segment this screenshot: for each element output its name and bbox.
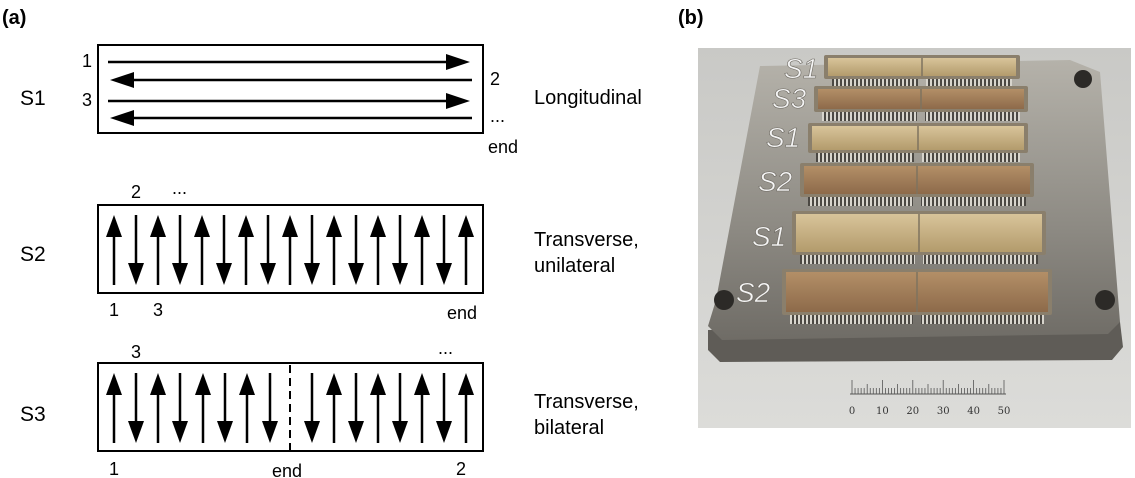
ruler-label: 30 [937,406,950,417]
s1-marker-1: 1 [82,51,92,71]
s1-marker-end: end [488,137,518,157]
s3-marker-end: end [272,461,302,478]
ruler-label: 0 [849,406,855,417]
specimen-label-6: S2 [736,277,771,308]
specimen-4: S2 [758,163,1034,206]
s3-right-arrow-4 [370,373,386,443]
plate-hole-top-right [1074,70,1092,88]
plate-hole-bottom-right [1095,290,1115,310]
s2-arrow-5 [194,215,210,285]
s3-left-arrow-7 [239,373,255,443]
s1-marker-2: 2 [490,69,500,89]
s3-marker-ellipsis: ... [438,338,453,358]
s2-box [97,204,484,294]
s3-left-arrow-2 [128,373,144,443]
s3-marker-3: 3 [131,342,141,362]
s3-left-arrow-4 [172,373,188,443]
s3-right-arrow-5 [392,373,408,443]
specimen-label-4: S2 [758,166,793,197]
s2-arrow-6 [216,215,232,285]
ruler-label: 20 [906,406,919,417]
panel-a-label: (a) [2,7,26,29]
s1-arrowhead-1 [446,54,470,70]
s2-arrow-1 [106,215,122,285]
specimen-3: S1 [766,122,1028,162]
s1-marker-ellipsis: ... [490,106,505,126]
s2-arrow-13 [370,215,386,285]
ruler-label: 40 [967,406,980,417]
strategy-s1: S1 1 3 2 ... end Longitudinal [20,44,642,157]
s3-left-arrow-8 [262,373,278,443]
specimen-5: S1 [752,211,1046,264]
s3-right-arrow-1 [304,373,320,443]
s3-description-line2: bilateral [534,417,604,439]
s2-name: S2 [20,243,46,266]
specimen-label-1: S1 [784,53,818,84]
specimen-label-2: S3 [772,83,807,114]
s3-right-arrow-7 [436,373,452,443]
specimen-2: S3 [772,83,1028,121]
strategy-s3: S3 3 ... 1 end 2 Transverse, bilateral [20,338,639,478]
s1-arrowhead-2 [110,72,134,88]
panel-b-label: (b) [678,7,704,29]
s3-marker-2: 2 [456,459,466,478]
s3-right-arrow-3 [348,373,364,443]
s2-arrow-2 [128,215,144,285]
s2-arrow-11 [326,215,342,285]
s2-marker-end: end [447,303,477,323]
specimen-6: S2 [736,269,1052,324]
s2-arrow-14 [392,215,408,285]
s1-arrowhead-4 [110,110,134,126]
s2-marker-2: 2 [131,182,141,202]
s2-arrow-15 [414,215,430,285]
s1-name: S1 [20,87,46,110]
s2-arrow-17 [458,215,474,285]
s3-left-arrow-3 [150,373,166,443]
specimen-label-5: S1 [752,221,786,252]
s3-right-arrow-6 [414,373,430,443]
s1-marker-3: 3 [82,90,92,110]
s3-name: S3 [20,403,46,426]
s2-marker-1: 1 [109,300,119,320]
s3-left-arrow-6 [217,373,233,443]
s2-arrow-4 [172,215,188,285]
scale-ruler: 0 10 20 30 40 50 [849,380,1011,417]
s2-arrow-9 [282,215,298,285]
s3-right-arrow-2 [326,373,342,443]
s2-arrow-7 [238,215,254,285]
s2-arrow-8 [260,215,276,285]
s3-description-line1: Transverse, [534,391,639,413]
s1-description: Longitudinal [534,87,642,109]
s2-arrow-group [106,215,474,285]
s2-marker-ellipsis: ... [172,178,187,198]
s2-description-line1: Transverse, [534,229,639,251]
s2-marker-3: 3 [153,300,163,320]
s2-description-line2: unilateral [534,255,615,277]
specimen-1: S1 [784,53,1020,88]
strategy-s2: S2 2 ... 1 3 end Transverse, unilateral [20,178,639,323]
s2-arrow-16 [436,215,452,285]
s2-arrow-3 [150,215,166,285]
s2-arrow-10 [304,215,320,285]
s3-left-arrow-5 [195,373,211,443]
s3-arrow-group [106,373,474,443]
s1-box [97,44,484,134]
s3-left-arrow-1 [106,373,122,443]
s1-arrowhead-3 [446,93,470,109]
ruler-label: 10 [876,406,889,417]
plate-hole-bottom-left [714,290,734,310]
s3-marker-1: 1 [109,459,119,478]
ruler-label: 50 [998,406,1011,417]
s3-right-arrow-8 [458,373,474,443]
s2-arrow-12 [348,215,364,285]
specimen-label-3: S1 [766,122,800,153]
